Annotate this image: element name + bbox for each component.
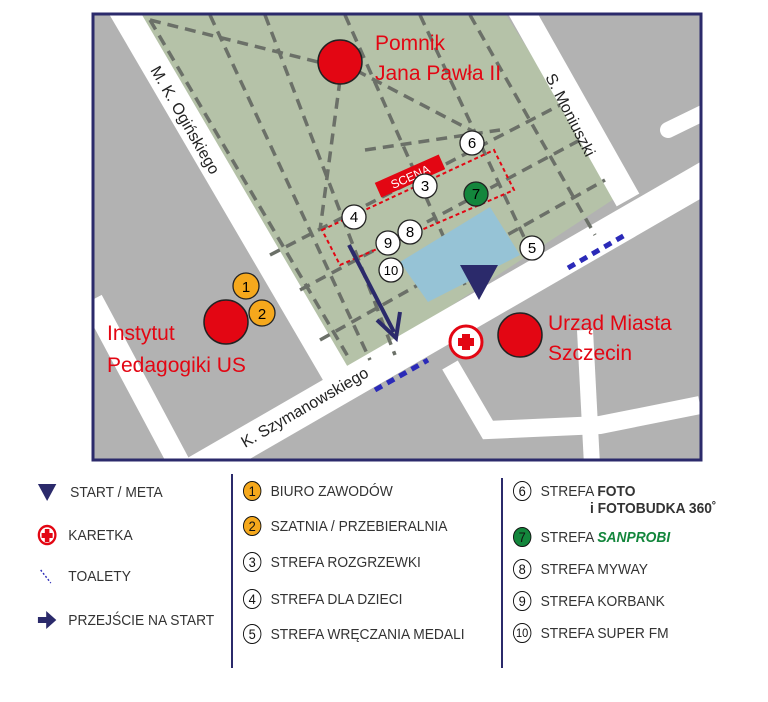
legend-divider (231, 474, 233, 668)
ambulance-cross-icon (37, 524, 57, 546)
svg-text:1: 1 (242, 279, 250, 296)
legend-label: BIURO ZAWODÓW (270, 482, 393, 500)
legend-divider (501, 478, 503, 668)
marker-2: 2 (248, 299, 276, 327)
legend-zone-9: 9 STREFA KORBANK (513, 591, 665, 611)
event-map: SCENA 1 2 3 4 5 6 7 8 9 10 Pomnik (91, 12, 703, 462)
legend-label: STREFA SUPER FM (540, 624, 669, 642)
svg-text:6: 6 (468, 135, 476, 152)
map-frame (91, 12, 703, 462)
place-instytut-label: Instytut (107, 322, 175, 345)
zone-number-badge: 10 (513, 623, 532, 643)
legend-label-bold: FOTO (597, 482, 636, 500)
roads (93, 14, 701, 460)
legend-label: STREFA (540, 528, 598, 546)
legend-label: TOALETY (68, 567, 131, 585)
legend-label: STREFA ROZGRZEWKI (270, 553, 421, 571)
legend-label: STREFA WRĘCZANIA MEDALI (270, 625, 465, 643)
park-area (135, 14, 620, 372)
legend-label: STREFA KORBANK (540, 592, 665, 610)
place-instytut-marker (203, 299, 249, 345)
start-meta-icon (460, 265, 498, 300)
legend-zone-7: 7 STREFA SANPROBI (513, 527, 670, 547)
toilet-marker (566, 232, 627, 271)
svg-text:5: 5 (528, 240, 536, 257)
road-lower-right (442, 360, 701, 440)
toilet-dash-icon (40, 569, 52, 584)
legend-zone-2: 2 SZATNIA / PRZEBIERALNIA (243, 516, 447, 536)
road-lower-left (93, 294, 190, 460)
legend-start: START / META (37, 482, 163, 502)
legend-brand: SANPROBI (597, 528, 671, 546)
legend-zone-4: 4 STREFA DLA DZIECI (243, 589, 403, 609)
svg-text:8: 8 (406, 224, 414, 241)
svg-text:3: 3 (421, 178, 429, 195)
place-pomnik-marker (317, 39, 363, 85)
svg-text:2: 2 (258, 306, 266, 323)
legend-label: START / META (70, 483, 163, 501)
svg-text:9: 9 (384, 235, 392, 252)
legend-label: PRZEJŚCIE NA START (68, 611, 215, 629)
svg-text:10: 10 (384, 263, 398, 278)
place-pomnik-label-2: Jana Pawła II (375, 62, 501, 85)
legend-label: STREFA MYWAY (540, 560, 648, 578)
legend-zone-10: 10 STREFA SUPER FM (513, 623, 669, 643)
place-urzad-marker (497, 312, 543, 358)
pond (400, 207, 520, 302)
road-lower-right-branch (577, 329, 600, 460)
place-urzad-label-2: Szczecin (548, 342, 632, 365)
zone-number-badge: 4 (243, 589, 262, 609)
legend-zone-3: 3 STREFA ROZGRZEWKI (243, 552, 421, 572)
zone-number-badge: 2 (243, 516, 262, 536)
zone-number-badge: 5 (243, 624, 262, 644)
arrow-right-icon (37, 611, 57, 629)
arrow-head-icon (375, 311, 402, 343)
marker-10: 10 (378, 257, 404, 283)
road-stub (660, 105, 701, 138)
legend-label: SZATNIA / PRZEBIERALNIA (270, 517, 448, 535)
zone-number-badge: 3 (243, 552, 262, 572)
legend-label: STREFA DLA DZIECI (270, 590, 403, 608)
zone-number-badge: 9 (513, 591, 532, 611)
marker-1: 1 (232, 272, 260, 300)
path-to-start-arrow (347, 244, 396, 333)
zone-number-badge: 7 (513, 527, 532, 547)
zone-number-badge: 1 (243, 481, 262, 501)
place-urzad-label: Urząd Miasta (548, 312, 672, 335)
event-zone-outline (320, 148, 516, 267)
road-oginskiego (109, 14, 358, 398)
legend-toilets: TOALETY (37, 566, 131, 586)
legend-ambulance: KARETKA (37, 524, 133, 546)
marker-6: 6 (459, 130, 485, 156)
toilet-marker (373, 357, 430, 393)
legend-zone-6-line2: i FOTOBUDKA 360˚ (590, 500, 717, 517)
legend-zone-5: 5 STREFA WRĘCZANIA MEDALI (243, 624, 465, 644)
marker-3: 3 (412, 173, 438, 199)
legend-label: KARETKA (68, 526, 133, 544)
zone-number-badge: 8 (513, 559, 532, 579)
legend-zone-6: 6 STREFA FOTO (513, 481, 635, 501)
road-moniuszki (508, 14, 640, 207)
svg-text:4: 4 (350, 209, 358, 226)
marker-7: 7 (463, 181, 489, 207)
place-pomnik-label: Pomnik (375, 32, 446, 55)
legend-zone-8: 8 STREFA MYWAY (513, 559, 648, 579)
ambulance-icon (448, 324, 484, 360)
legend-arrow: PRZEJŚCIE NA START (37, 610, 214, 630)
road-szymanowskiego (183, 161, 701, 460)
marker-4: 4 (341, 204, 367, 230)
marker-9: 9 (375, 230, 401, 256)
marker-5: 5 (519, 235, 545, 261)
zone-number-badge: 6 (513, 481, 532, 501)
legend-label: STREFA (540, 482, 598, 500)
place-instytut-label-2: Pedagogiki US (107, 354, 246, 377)
marker-8: 8 (397, 219, 423, 245)
start-triangle-icon (37, 484, 57, 501)
svg-text:7: 7 (472, 186, 480, 203)
legend-zone-1: 1 BIURO ZAWODÓW (243, 481, 393, 501)
